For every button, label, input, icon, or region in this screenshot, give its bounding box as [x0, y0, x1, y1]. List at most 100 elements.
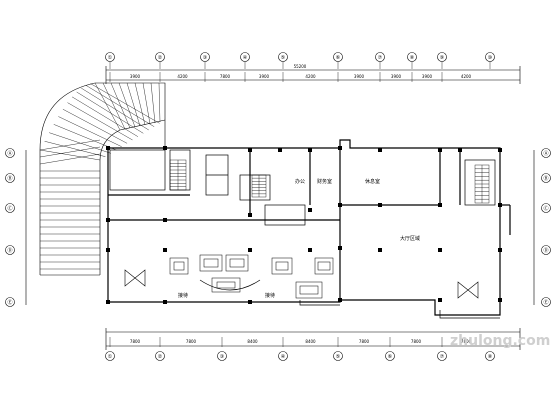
dimension-label: 3900: [391, 74, 402, 79]
svg-text:②: ②: [158, 354, 163, 360]
svg-text:②: ②: [158, 55, 163, 61]
dimension-label: 7800: [220, 74, 231, 79]
svg-text:③: ③: [203, 55, 207, 61]
column: [248, 148, 252, 152]
column: [378, 248, 382, 252]
svg-text:Ⓒ: Ⓒ: [7, 205, 12, 212]
svg-text:⑩: ⑩: [488, 55, 493, 61]
left-grid-bubble-3: Ⓒ: [5, 203, 15, 213]
svg-text:⑨: ⑨: [440, 55, 444, 61]
svg-text:Ⓔ: Ⓔ: [543, 299, 548, 306]
dimension-label: 4200: [305, 74, 316, 79]
dimension-label: 4200: [461, 74, 472, 79]
column: [248, 300, 252, 304]
svg-text:Ⓒ: Ⓒ: [543, 205, 548, 212]
svg-text:⑧: ⑧: [410, 55, 415, 61]
room-label-office: 办公: [295, 178, 305, 185]
svg-text:Ⓐ: Ⓐ: [543, 150, 548, 157]
side-dimension-lines: [25, 150, 535, 305]
right-grid-bubble-3: Ⓒ: [541, 203, 551, 213]
room-label-reception-1: 接待: [178, 292, 188, 299]
bottom-grid-bubble-3: ③: [217, 351, 227, 361]
right-grid-bubbles: Ⓐ Ⓑ Ⓒ Ⓓ Ⓔ: [541, 148, 551, 307]
svg-text:Ⓑ: Ⓑ: [543, 175, 548, 182]
dimension-label: 8400: [305, 339, 316, 344]
top-grid-bubble-9: ⑨: [437, 52, 447, 69]
right-grid-bubble-1: Ⓐ: [541, 148, 551, 158]
bottom-grid-bubble-6: ⑥: [385, 351, 395, 361]
top-grid-bubble-1: ①: [105, 52, 115, 69]
svg-text:⑥: ⑥: [336, 55, 341, 61]
top-grid-bubble-6: ⑥: [333, 52, 343, 69]
column: [248, 248, 252, 252]
svg-text:⑦: ⑦: [440, 354, 445, 360]
bottom-grid-bubble-2: ②: [155, 351, 165, 361]
dimension-label: 7800: [359, 339, 370, 344]
dimension-label: 3900: [354, 74, 365, 79]
column: [308, 148, 312, 152]
dimension-label: 3900: [422, 74, 433, 79]
bottom-grid-bubble-7: ⑦: [437, 351, 447, 361]
right-grid-bubble-4: Ⓓ: [541, 245, 551, 255]
svg-text:Ⓓ: Ⓓ: [543, 247, 548, 254]
column: [438, 298, 442, 302]
top-dimension-chain: [105, 66, 521, 84]
svg-text:⑤: ⑤: [336, 354, 340, 360]
svg-text:⑦: ⑦: [378, 55, 383, 61]
bottom-grid-bubble-5: ⑤: [333, 351, 343, 361]
dimension-label: 4200: [177, 74, 188, 79]
svg-text:⑧: ⑧: [488, 354, 493, 360]
column: [163, 248, 167, 252]
top-grid-bubbles: ① ② ③ ④ ⑤ ⑥ ⑦ ⑧ ⑨ ⑩: [105, 52, 495, 69]
bottom-dimension-chain: [105, 328, 521, 350]
bottom-grid-bubble-8: ⑧: [485, 351, 495, 361]
column: [338, 146, 342, 150]
column: [438, 248, 442, 252]
column: [438, 148, 442, 152]
top-grid-bubble-7: ⑦: [375, 52, 385, 69]
column: [106, 248, 110, 252]
svg-text:①: ①: [108, 55, 113, 61]
dimension-label: 7800: [186, 339, 197, 344]
revolving-door-right: [457, 281, 479, 299]
building-outline: [107, 139, 511, 316]
column: [338, 203, 342, 207]
column: [378, 203, 382, 207]
column: [338, 298, 342, 302]
staircase-right: [474, 164, 490, 204]
dimension-label: 7800: [461, 339, 472, 344]
bottom-grid-bubble-1: ①: [105, 351, 115, 361]
dimension-label: 8400: [247, 339, 258, 344]
top-grid-bubble-2: ②: [155, 52, 165, 69]
top-grid-bubble-8: ⑧: [407, 52, 417, 69]
column: [248, 213, 252, 217]
svg-text:④: ④: [243, 55, 248, 61]
bottom-grid-bubbles: ① ② ③ ④ ⑤ ⑥ ⑦ ⑧: [105, 351, 495, 361]
room-label-lounge: 休息室: [365, 178, 380, 185]
svg-text:Ⓓ: Ⓓ: [7, 247, 12, 254]
svg-text:④: ④: [281, 354, 286, 360]
column: [308, 208, 312, 212]
room-label-finance: 财务室: [317, 178, 332, 185]
column: [106, 146, 110, 150]
curved-stair-treads: [39, 82, 161, 270]
sofa-group-3: [271, 257, 334, 275]
left-grid-bubble-2: Ⓑ: [5, 173, 15, 183]
dimension-label: 3900: [130, 74, 141, 79]
top-grid-bubble-5: ⑤: [278, 52, 288, 69]
column: [498, 248, 502, 252]
svg-text:Ⓔ: Ⓔ: [7, 299, 12, 306]
column: [338, 246, 342, 250]
svg-text:⑤: ⑤: [281, 55, 285, 61]
left-grid-bubble-4: Ⓓ: [5, 245, 15, 255]
reception-desk: [211, 277, 241, 293]
watermark: zhulong.com: [450, 333, 550, 349]
column: [308, 248, 312, 252]
top-grid-bubble-4: ④: [240, 52, 250, 69]
column: [498, 203, 502, 207]
staircase-middle: [251, 174, 267, 198]
right-grid-bubble-2: Ⓑ: [541, 173, 551, 183]
